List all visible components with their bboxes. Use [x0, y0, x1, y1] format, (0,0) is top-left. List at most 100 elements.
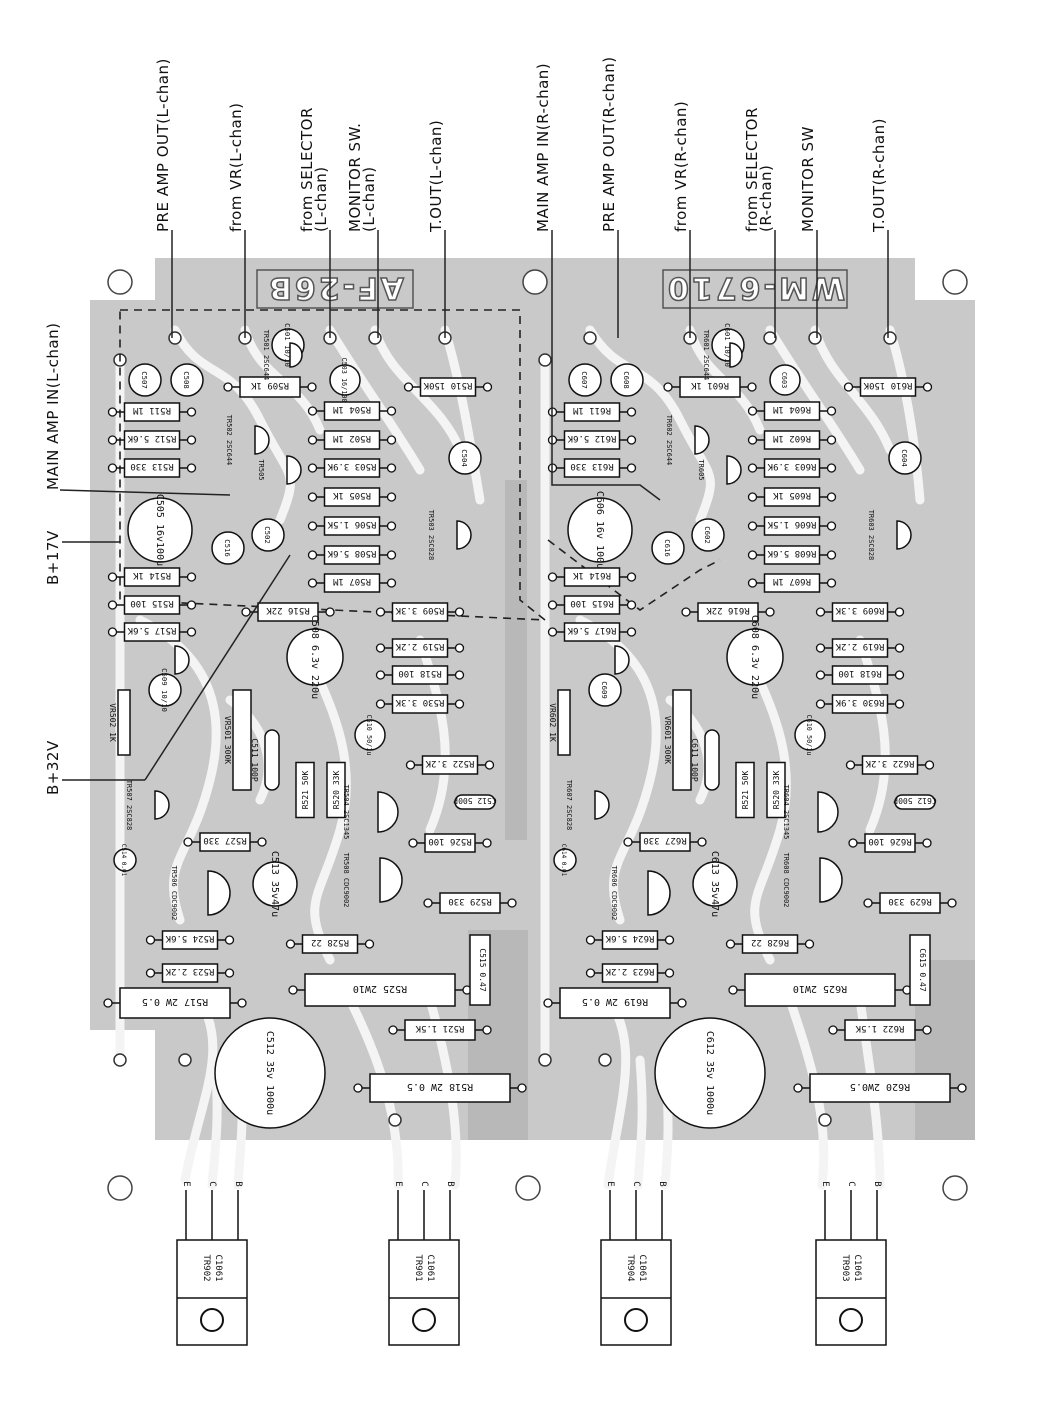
- solder-pad: [808, 331, 822, 345]
- transistor: TR504 2SC1345: [342, 785, 399, 839]
- capacitor: C612 500P: [893, 794, 937, 810]
- resistor-label: R611 1M: [572, 405, 611, 415]
- resistor: R503 3.9K: [307, 458, 397, 478]
- resistor-label: R510 150K: [423, 380, 472, 390]
- solder-pad: [598, 1053, 612, 1067]
- transistor-label: TR606 CDC9002: [610, 866, 618, 921]
- transistor-label: TR602 2SC644: [665, 415, 673, 466]
- capacitor-label: C501 10/10: [283, 323, 292, 367]
- power-transistor-id: TR903: [840, 1254, 850, 1281]
- top-label-text: MONITOR SW: [799, 126, 817, 232]
- transistor-label: TR608 CDC9002: [782, 853, 790, 908]
- capacitor-label: C508 6.3v 220u: [309, 615, 320, 699]
- top-label-text: MAIN AMP IN(R-chan): [534, 63, 552, 232]
- resistor-label: R517 2W 0.5: [142, 996, 208, 1007]
- resistor-label: R620 2W0.5: [850, 1081, 910, 1092]
- top-label-text: T.OUT(L-chan): [427, 120, 445, 233]
- resistor: R518 2W 0.5: [353, 1073, 527, 1103]
- resistor: R507 1M: [307, 573, 397, 593]
- resistor-label: R603 3.9K: [767, 461, 816, 471]
- solder-pad: [538, 1053, 552, 1067]
- resistor: R612 5.6K: [547, 430, 637, 450]
- resistor-label: R529 330: [448, 896, 491, 906]
- resistor-label: R505 1K: [332, 490, 371, 500]
- resistor: R528 22: [285, 934, 375, 954]
- resistor-label: R622 3.2K: [865, 758, 914, 768]
- potentiometer: VR602 1K: [548, 689, 571, 756]
- capacitor: C611 100P: [690, 729, 720, 791]
- capacitor: C612 35v 1000u: [654, 1017, 766, 1129]
- resistor: R523 2.2K: [145, 963, 235, 983]
- top-label-text: MONITOR SW.: [346, 123, 364, 232]
- capacitor: C509 10/10: [148, 668, 182, 712]
- transistor: [174, 645, 190, 675]
- capacitor-label: C612 500P: [893, 796, 937, 805]
- resistor-label: R502 1M: [332, 433, 371, 443]
- resistor-label: R626 100: [868, 836, 911, 846]
- dashed-section-outline: [119, 309, 548, 621]
- resistor-label: R609 3.3K: [835, 605, 884, 615]
- capacitor-label: C608 6.3v 220u: [749, 615, 760, 699]
- trace: [170, 325, 295, 525]
- resistor: R513 330: [107, 458, 197, 478]
- resistor: R511 1M: [107, 402, 197, 422]
- resistor: R516 22K: [241, 602, 335, 622]
- top-label-text: from SELECTOR: [298, 107, 316, 232]
- capacitor: C603: [769, 364, 801, 396]
- resistor-label: R601 1K: [690, 380, 729, 390]
- power-transistor-type: C1061: [425, 1254, 435, 1281]
- transistor: TR501 2SC644: [262, 330, 303, 380]
- resistor-label: R519 2.2K: [395, 641, 444, 651]
- resistor-label: R509 1K: [250, 380, 289, 390]
- power-transistor-type: C1061: [213, 1254, 223, 1281]
- top-label-text: (L-chan): [312, 166, 330, 232]
- trace: [585, 325, 715, 525]
- transistor: TR505: [257, 455, 302, 485]
- capacitor-label: C604: [900, 449, 909, 467]
- board-marking-left: AF-26B: [256, 269, 414, 309]
- resistor: R524 5.6K: [145, 930, 235, 950]
- trace: [295, 635, 351, 965]
- resistor-label: R503 3.9K: [327, 461, 376, 471]
- resistor: R609 3.3K: [815, 602, 905, 622]
- resistor-label: R625 2W10: [793, 983, 847, 994]
- potentiometer-label: VR502 1K: [108, 703, 117, 742]
- capacitor-label: C611 100P: [690, 738, 699, 782]
- resistor: R617 5.6K: [547, 622, 637, 642]
- capacitor: C602: [691, 518, 725, 552]
- resistor: R619 2W 0.5: [543, 987, 687, 1019]
- solder-pad: [113, 1053, 127, 1067]
- resistor-label: R606 1.5K: [767, 519, 816, 529]
- transistor-label: TR507 2SC828: [125, 780, 133, 831]
- capacitor-label: C504: [460, 449, 469, 467]
- resistor: R604 1M: [747, 401, 837, 421]
- capacitor: C505 16v100u: [127, 494, 193, 566]
- resistor: R605 1K: [747, 487, 837, 507]
- capacitor-label: C509 10/10: [160, 668, 169, 712]
- resistor: R620 2W0.5: [793, 1073, 967, 1103]
- transistor: [614, 645, 630, 675]
- resistor-label: R516 22K: [266, 605, 310, 615]
- top-label: MAIN AMP IN(R-chan): [534, 63, 553, 480]
- resistor-label: R630 3.9K: [835, 697, 884, 707]
- resistor: R627 330: [623, 832, 707, 852]
- top-label-text: from SELECTOR: [743, 107, 761, 232]
- top-label-text: PRE AMP OUT(R-chan): [600, 56, 618, 232]
- top-label: PRE AMP OUT(L-chan): [154, 58, 173, 338]
- resistor-label: R615 100: [570, 598, 613, 608]
- capacitor: C608: [610, 363, 644, 397]
- pin-letter: C: [631, 1181, 641, 1186]
- resistor-label: R608 5.6K: [767, 548, 816, 558]
- power-transistor-id: TR901: [413, 1254, 423, 1281]
- transistor: TR607 2SC828: [565, 780, 610, 830]
- capacitor-label: C503 16/100: [340, 357, 348, 402]
- capacitor: C511 100P: [250, 729, 280, 791]
- capacitor-label: C610 50/1u: [805, 715, 813, 756]
- capacitor: C508: [170, 363, 204, 397]
- resistor: R525 2W10: [288, 973, 472, 1007]
- resistor: R613 330: [547, 458, 637, 478]
- potentiometer: VR502 1K: [108, 689, 131, 756]
